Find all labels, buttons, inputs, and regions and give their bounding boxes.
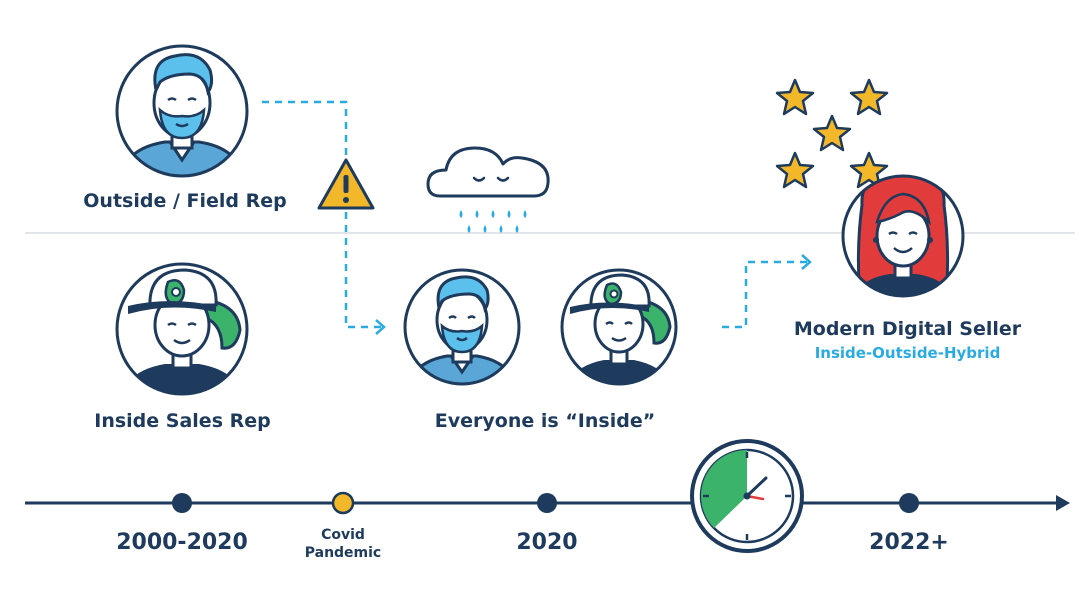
clock-icon: [690, 439, 804, 553]
arrow-icon: [801, 254, 812, 270]
dashed-path-field-to-inside: [262, 100, 382, 329]
star-icon: [812, 114, 852, 152]
timeline-label-covid-line1: Covid: [321, 527, 365, 543]
avatar-inside-inside-rep: [560, 268, 678, 386]
dashed-path-inside-to-modern: [722, 260, 808, 329]
star-icon: [775, 78, 815, 116]
timeline-arrowhead-icon: [1056, 495, 1070, 511]
timeline-label-start: 2000-2020: [116, 530, 248, 555]
label-field-rep: Outside / Field Rep: [83, 190, 287, 212]
timeline-label-end: 2022+: [869, 530, 949, 555]
label-modern-seller: Modern Digital Seller: [793, 318, 1022, 340]
star-icon: [775, 151, 815, 189]
timeline-dot-start: [172, 493, 192, 513]
star-icon: [849, 78, 889, 116]
avatar-modern-seller: [841, 174, 965, 298]
label-everyone-inside: Everyone is “Inside”: [434, 410, 656, 432]
warning-icon: [317, 158, 375, 210]
timeline-label-covid: Covid Pandemic: [283, 526, 403, 562]
timeline-dot-mid: [537, 493, 557, 513]
timeline-dot-end: [899, 493, 919, 513]
timeline-label-covid-line2: Pandemic: [304, 545, 382, 561]
label-modern-seller-sub: Inside-Outside-Hybrid: [814, 344, 1001, 362]
avatar-field-rep: [115, 44, 249, 178]
arrow-icon: [375, 319, 386, 335]
timeline-label-mid: 2020: [516, 530, 578, 555]
timeline-dot-covid: [331, 491, 355, 515]
avatar-inside-field-rep: [403, 268, 521, 386]
star-icon: [849, 151, 889, 189]
rain-cloud-icon: [426, 146, 550, 233]
stars-group: [775, 78, 889, 189]
label-inside-rep: Inside Sales Rep: [94, 410, 271, 432]
avatar-inside-rep: [115, 262, 249, 396]
